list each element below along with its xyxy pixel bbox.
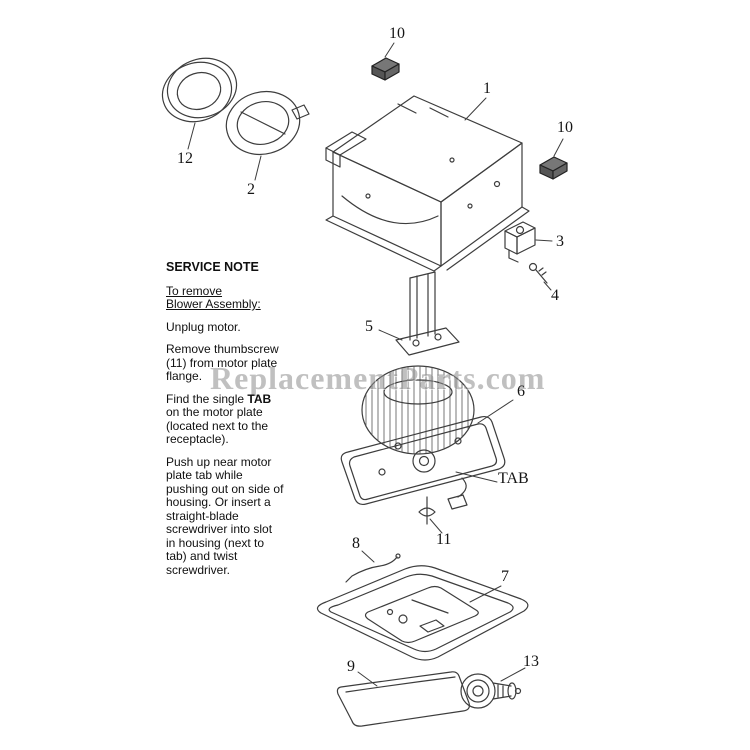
service-note-step-3-pre: Find the single (166, 391, 248, 406)
watermark-text: ReplacementParts.com (210, 360, 546, 396)
part-label-12: 12 (177, 150, 193, 167)
service-note-step-2: Remove thumbscrew (11) from motor plate … (166, 342, 279, 383)
part-label-10-right: 10 (557, 119, 573, 136)
leader-lines (187, 42, 564, 687)
service-note-step-4: Push up near motor plate tab while pushi… (166, 454, 284, 577)
part-label-6: 6 (517, 383, 525, 400)
part-label-1: 1 (483, 80, 491, 97)
part-label-7: 7 (501, 568, 509, 585)
part-label-13: 13 (523, 653, 539, 670)
part-4-screw (528, 262, 548, 284)
part-13-bulb (460, 673, 522, 709)
service-note-step-1: Unplug motor. (166, 319, 241, 334)
part-label-2: 2 (247, 181, 255, 198)
part-10-bracket-right (539, 156, 568, 180)
service-note: SERVICE NOTE To remove Blower Assembly: … (166, 260, 284, 577)
service-note-subtitle-line2: Blower Assembly: (166, 297, 261, 311)
part-label-3: 3 (556, 233, 564, 250)
part-label-tab: TAB (498, 470, 529, 487)
service-note-step-3-post: on the motor plate (located next to the … (166, 405, 269, 446)
part-8-wire-clip (345, 553, 401, 583)
part-label-11: 11 (436, 531, 452, 548)
part-label-10-top: 10 (389, 25, 405, 42)
part-10-bracket-top (371, 57, 400, 81)
part-label-4: 4 (551, 287, 559, 304)
service-note-title: SERVICE NOTE (166, 260, 259, 274)
part-1-housing (325, 95, 530, 272)
part-label-9: 9 (347, 658, 355, 675)
service-note-subtitle: To remove Blower Assembly: (166, 283, 284, 312)
part-9-lens (336, 671, 470, 727)
part-label-8: 8 (352, 535, 360, 552)
part-7-grille (316, 565, 529, 661)
part-2-damper (225, 90, 310, 156)
part-label-5: 5 (365, 318, 373, 335)
part-3-receptacle-bracket (504, 221, 536, 263)
service-note-step-3-bold: TAB (247, 391, 272, 406)
part-5-mounting-bracket (395, 271, 460, 356)
service-note-subtitle-line1: To remove (166, 283, 223, 298)
part-12-duct-ring (161, 57, 238, 123)
service-note-step-3: Find the single TAB on the motor plate (… (166, 391, 284, 447)
